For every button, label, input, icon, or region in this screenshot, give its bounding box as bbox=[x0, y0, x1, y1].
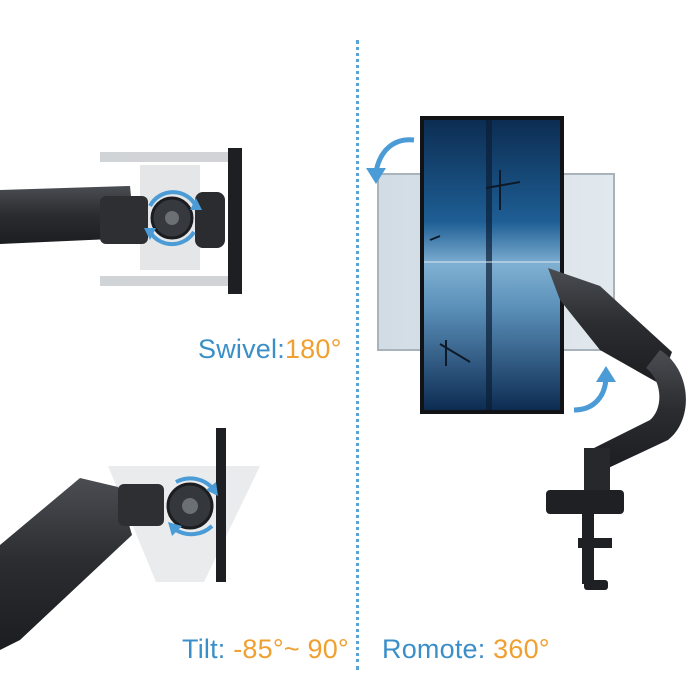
tilt-caption: Tilt: -85°~ 90° bbox=[182, 634, 349, 665]
swivel-caption-value: 180° bbox=[284, 334, 342, 364]
swivel-view bbox=[0, 148, 242, 294]
tilt-arm bbox=[0, 478, 132, 650]
rotate-view bbox=[366, 116, 686, 590]
swivel-vesa-plate bbox=[228, 148, 242, 294]
tilt-caption-value: -85°~ 90° bbox=[233, 634, 349, 664]
rotate-caption-value: 360° bbox=[493, 634, 550, 664]
rotate-caption-name: Romote: bbox=[382, 634, 494, 664]
gas-spring-arm-lower bbox=[594, 350, 686, 470]
desk-clamp bbox=[546, 490, 624, 514]
gas-spring-arm-upper bbox=[548, 268, 672, 384]
swivel-caption: Swivel:180° bbox=[198, 334, 342, 365]
swivel-caption-name: Swivel: bbox=[198, 334, 285, 364]
tilt-caption-name: Tilt: bbox=[182, 634, 234, 664]
swivel-arrow-icon bbox=[148, 190, 198, 208]
rotate-caption: Romote: 360° bbox=[382, 634, 550, 665]
panel-divider bbox=[356, 40, 359, 670]
rotate-arrow-icon bbox=[373, 137, 415, 173]
tilt-view bbox=[0, 428, 260, 650]
tilt-vesa-plate bbox=[216, 428, 226, 582]
